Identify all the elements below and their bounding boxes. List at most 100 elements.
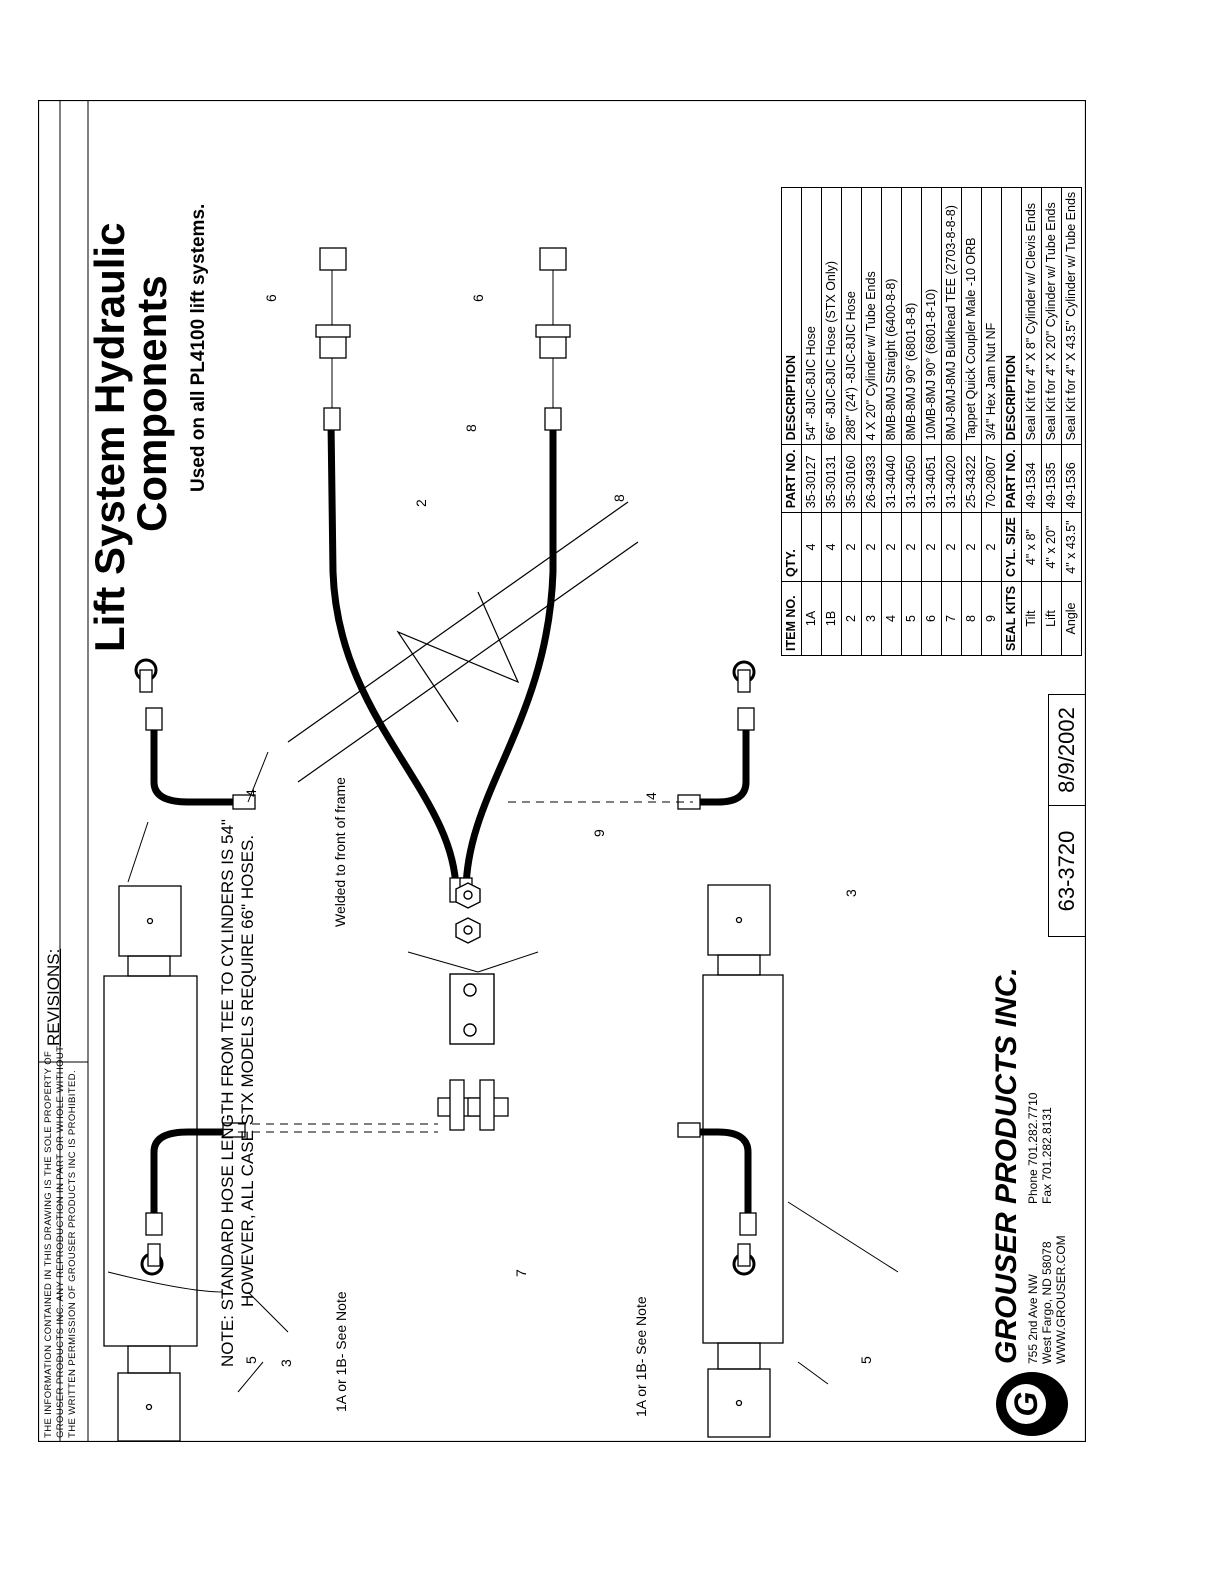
item-no: 1B [821,581,842,656]
header-qty: QTY. [781,512,802,582]
company-website: WWW.GROUSER.COM [1054,1235,1068,1364]
qty: 2 [841,512,862,582]
part-no: 25-34322 [961,444,982,513]
logo-letter: G [1006,1384,1046,1424]
callout-hose-bottom: 1A or 1B- See Note [633,1296,649,1417]
callout-3b: 3 [843,889,859,897]
drawing-number: 63-3720 [1054,830,1079,912]
qty: 2 [941,512,962,582]
callout-4b: 4 [643,792,659,800]
seal-part-no: 49-1534 [1021,444,1042,513]
company-name: GROUSER PRODUCTS INC. [990,967,1023,1364]
header-seal-description: DESCRIPTION [1001,187,1022,445]
item-no: 6 [921,581,942,656]
item-no: 4 [881,581,902,656]
qty: 2 [881,512,902,582]
part-no: 31-34040 [881,444,902,513]
description: 66" -8JIC-8JIC Hose (STX Only) [821,187,842,445]
description: Tappet Quick Coupler Male -10 ORB [961,187,982,445]
notice-line-3: THE WRITTEN PERMISSION OF GROUSER PRODUC… [67,1069,78,1438]
page-title: Lift System Hydraulic [86,222,133,652]
seal-description: Seal Kit for 4" X 8" Cylinder w/ Clevis … [1021,187,1042,445]
header-seal-part-no: PART NO. [1001,444,1022,513]
part-no: 31-34050 [901,444,922,513]
hose-note-line-1: NOTE: STANDARD HOSE LENGTH FROM TEE TO C… [218,819,237,1367]
part-no: 35-30131 [821,444,842,513]
header-description: DESCRIPTION [781,187,802,445]
cyl-size: 4" x 8" [1021,512,1042,582]
qty: 2 [981,512,1002,582]
page-title-line-2: Components [128,275,175,532]
page-subtitle: Used on all PL4100 lift systems. [188,203,209,492]
seal-part-no: 49-1535 [1041,444,1062,513]
callout-5b: 5 [858,1356,874,1364]
description: 8MB-8MJ Straight (6400-8-8) [881,187,902,445]
callout-9: 9 [591,829,607,837]
qty: 4 [801,512,822,582]
callout-5a: 5 [243,1356,259,1364]
cylinder-lower [702,884,784,1438]
description: 8MJ-8MJ-8MJ Bulkhead TEE (2703-8-8-8) [941,187,962,445]
seal-description: Seal Kit for 4" X 43.5" Cylinder w/ Tube… [1061,187,1082,445]
item-no: 8 [961,581,982,656]
seal-kits-header: SEAL KITS CYL. SIZE PART NO. DESCRIPTION [1001,187,1022,656]
qty: 2 [921,512,942,582]
company-address-1: 755 2nd Ave NW [1026,1274,1040,1364]
drawing-frame: THE INFORMATION CONTAINED IN THIS DRAWIN… [38,100,1086,1442]
part-no: 35-30160 [841,444,862,513]
seal-part-no: 49-1536 [1061,444,1082,513]
rotated-drawing: THE INFORMATION CONTAINED IN THIS DRAWIN… [38,100,1086,1442]
qty: 2 [861,512,882,582]
item-no: 7 [941,581,962,656]
date-box: 8/9/2002 [1048,694,1086,806]
company-address-2: West Fargo, ND 58078 [1040,1241,1054,1364]
item-no: 3 [861,581,882,656]
callout-3a: 3 [278,1359,294,1367]
parts-table-header: ITEM NO. QTY. PART NO. DESCRIPTION [781,187,802,656]
callout-welded: Welded to front of frame [332,777,348,927]
hose-note-line-2: HOWEVER, ALL CASE STX MODELS REQUIRE 66"… [238,834,257,1307]
seal-kit: Tilt [1021,581,1042,656]
callout-7: 7 [513,1269,529,1277]
proprietary-notice: THE INFORMATION CONTAINED IN THIS DRAWIN… [43,1046,79,1438]
description: 4 X 20" Cylinder w/ Tube Ends [861,187,882,445]
callout-4a: 4 [243,789,259,797]
seal-kit: Angle [1061,581,1082,656]
part-no: 31-34020 [941,444,962,513]
item-no: 9 [981,581,1002,656]
callout-2: 2 [413,499,429,507]
callout-hose-top: 1A or 1B- See Note [333,1291,349,1412]
cyl-size: 4" x 43.5" [1061,512,1082,582]
callout-8a: 8 [463,424,479,432]
cylinder-upper [103,885,198,1442]
diagram-graphics [38,100,1086,1442]
qty: 4 [821,512,842,582]
description: 8MB-8MJ 90° (6801-8-8) [901,187,922,445]
description: 288" (24') -8JIC-8JIC Hose [841,187,862,445]
company-phone: Phone 701.282.7710 [1026,1092,1040,1204]
callout-8b: 8 [611,494,627,502]
callout-6b: 6 [470,294,486,302]
qty: 2 [901,512,922,582]
drawing-date: 8/9/2002 [1054,707,1079,793]
header-part-no: PART NO. [781,444,802,513]
item-no: 5 [901,581,922,656]
revisions-label: REVISIONS: [44,948,63,1046]
part-no: 70-20807 [981,444,1002,513]
description: 3/4" Hex Jam Nut NF [981,187,1002,445]
bulkhead-tees [437,1079,509,1131]
part-no: 31-34051 [921,444,942,513]
